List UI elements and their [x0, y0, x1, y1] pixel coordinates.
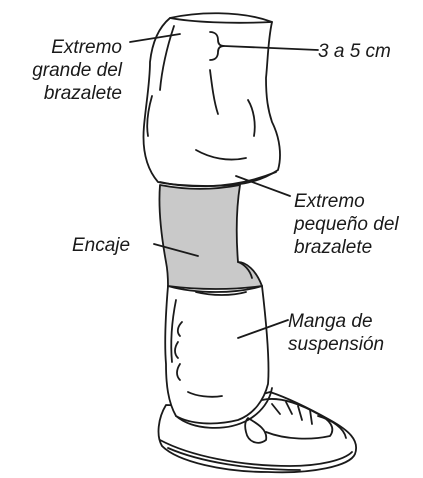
- label-big-end-line-2: grande del: [4, 59, 122, 82]
- label-big-end-line-3: brazalete: [4, 82, 122, 105]
- leader-small-end: [236, 176, 290, 196]
- label-small-end: Extremo pequeño del brazalete: [294, 190, 399, 259]
- label-small-end-line-2: pequeño del: [294, 213, 399, 236]
- label-small-end-line-3: brazalete: [294, 236, 399, 259]
- label-big-end: Extremo grande del brazalete: [4, 36, 122, 105]
- label-socket: Encaje: [72, 234, 130, 257]
- socket: [159, 185, 262, 289]
- label-sleeve-line-1: Manga de: [288, 310, 384, 333]
- label-socket-text: Encaje: [72, 234, 130, 257]
- label-big-end-line-1: Extremo: [4, 36, 122, 59]
- label-small-end-line-1: Extremo: [294, 190, 399, 213]
- label-range: 3 a 5 cm: [318, 40, 391, 63]
- label-sleeve-line-2: suspensión: [288, 333, 384, 356]
- label-sleeve: Manga de suspensión: [288, 310, 384, 356]
- label-range-text: 3 a 5 cm: [318, 40, 391, 63]
- liner-cuff: [144, 13, 280, 186]
